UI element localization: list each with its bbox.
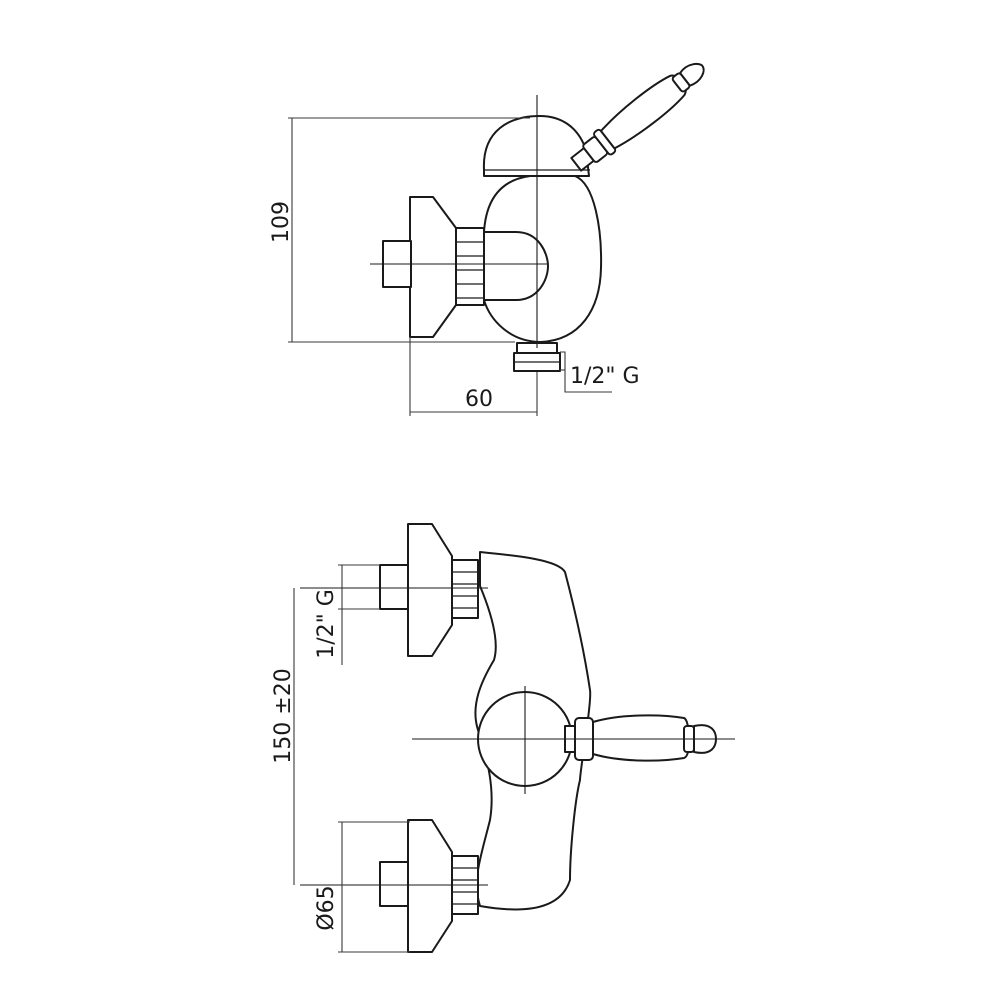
side-handle-lever (570, 62, 705, 172)
front-bottom-inlet-pipe (379, 861, 409, 907)
label-front-thread: 1/2" G (314, 589, 339, 659)
side-wall-flange (409, 196, 457, 338)
dim-side-thread (560, 351, 612, 393)
side-connector-bend (483, 231, 549, 301)
side-view: 109 60 1/2" G (269, 62, 705, 416)
front-view: 150 ±20 1/2" G Ø65 (271, 523, 735, 953)
front-bottom-flange (407, 819, 453, 953)
label-150: 150 ±20 (271, 668, 296, 763)
label-side-thread: 1/2" G (570, 364, 640, 389)
front-top-flange (407, 523, 453, 657)
side-dome-cap (482, 115, 590, 177)
front-handle-lever (564, 714, 717, 762)
side-hex-nut (455, 227, 485, 306)
label-flange-dia: Ø65 (314, 885, 339, 930)
label-109: 109 (269, 201, 294, 243)
label-60: 60 (465, 387, 493, 412)
dim-side-height (288, 117, 530, 343)
dim-side-depth (409, 337, 538, 416)
dim-front-flange (338, 821, 410, 953)
front-top-inlet-pipe (379, 564, 409, 610)
dim-front-thread (338, 564, 380, 665)
front-top-hex-nut (451, 559, 479, 619)
